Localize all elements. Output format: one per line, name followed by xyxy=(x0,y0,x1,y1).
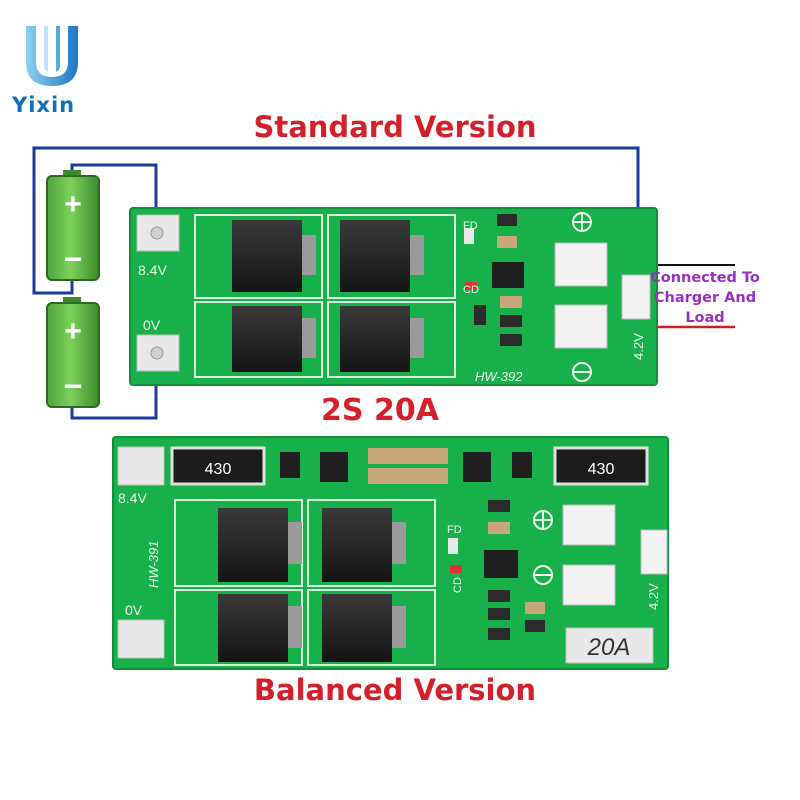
mosfet-chip-icon xyxy=(218,594,302,662)
battery-icon: + − xyxy=(46,297,100,408)
label-8-4v: 8.4V xyxy=(118,490,147,506)
standard-version-title: Standard Version xyxy=(253,110,537,144)
annotation-line: Charger And xyxy=(653,290,757,306)
resistor-code: 430 xyxy=(588,461,615,478)
plus-icon: + xyxy=(64,315,82,348)
minus-icon: − xyxy=(64,241,83,277)
mosfet-chip-icon xyxy=(340,306,424,372)
label-cd: CD xyxy=(463,284,479,296)
annotation-line: Load xyxy=(685,310,725,326)
battery-icon: + − xyxy=(46,170,100,281)
balanced-version-title: Balanced Version xyxy=(253,673,537,707)
standard-board: 8.4V 0V FD CD HW-392 4.2V xyxy=(129,207,658,386)
plus-icon: + xyxy=(64,188,82,221)
mosfet-chip-icon xyxy=(340,220,424,292)
model-title: 2S 20A xyxy=(321,393,439,428)
mosfet-chip-icon xyxy=(218,508,302,582)
label-cd: CD xyxy=(452,577,464,593)
label-8-4v: 8.4V xyxy=(138,262,167,278)
logo-u-icon xyxy=(26,26,78,86)
brand-name: Yixin xyxy=(12,93,76,117)
mosfet-chip-icon xyxy=(232,306,316,372)
label-0v: 0V xyxy=(125,602,143,618)
rating-label: 20A xyxy=(587,634,631,661)
mosfet-chip-icon xyxy=(322,508,406,582)
resistor-code: 430 xyxy=(205,461,232,478)
model-label: HW-391 xyxy=(146,541,161,588)
model-label: HW-392 xyxy=(475,369,523,384)
mosfet-chip-icon xyxy=(322,594,406,662)
label-4-2v: 4.2V xyxy=(631,333,646,360)
label-fd: FD xyxy=(463,220,478,232)
minus-icon: − xyxy=(64,368,83,404)
annotation-line: Connected To xyxy=(650,270,760,286)
mosfet-chip-icon xyxy=(232,220,316,292)
label-0v: 0V xyxy=(143,317,161,333)
balanced-board: 430 430 xyxy=(112,436,669,670)
label-4-2v: 4.2V xyxy=(646,583,661,610)
label-fd: FD xyxy=(447,524,462,536)
connection-annotation: Connected To Charger And Load xyxy=(640,268,770,328)
